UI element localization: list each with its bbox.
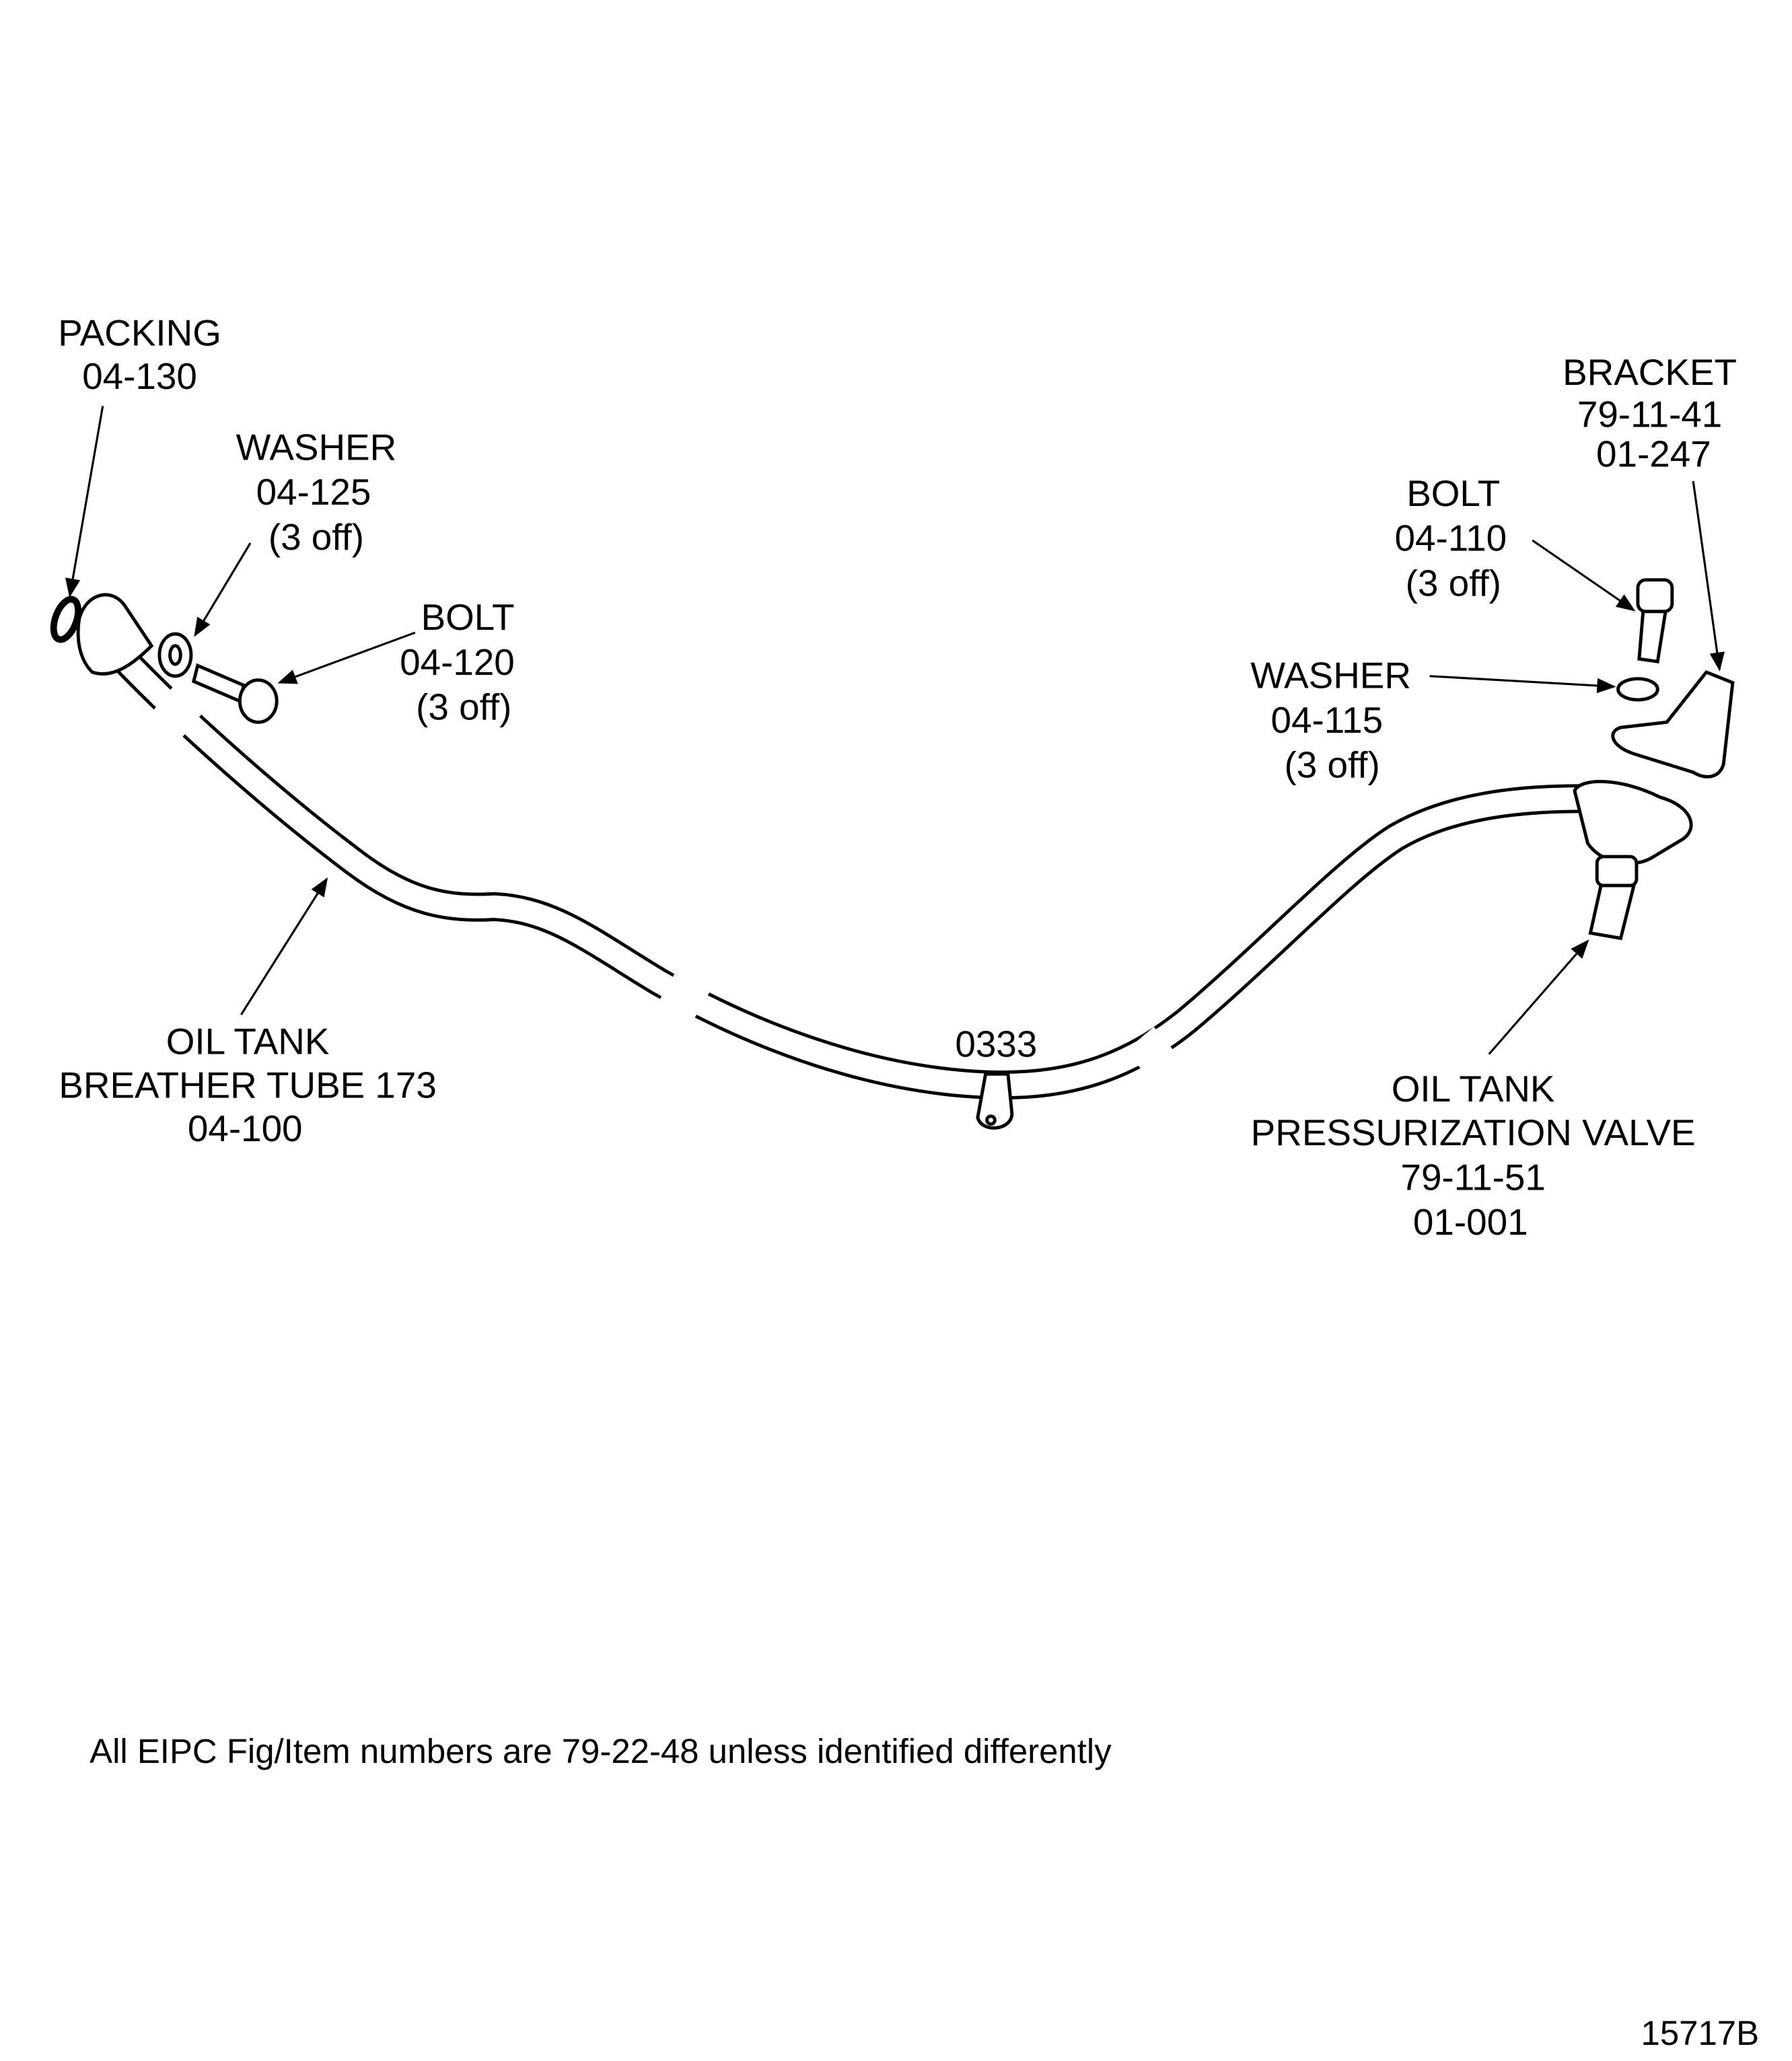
label-valve: OIL TANK PRESSURIZATION VALVE 79-11-51 0… xyxy=(1251,1068,1696,1243)
pressurization-valve xyxy=(1573,780,1693,941)
label-breather-tube: OIL TANK BREATHER TUBE 173 04-100 xyxy=(59,1021,437,1149)
part-name: WASHER xyxy=(236,427,397,468)
bolt-left xyxy=(191,663,279,724)
quantity: (3 off) xyxy=(1285,744,1380,786)
label-bolt-right: BOLT 04-110 (3 off) xyxy=(1395,472,1507,604)
figure-id: 15717B xyxy=(1641,2014,1760,2052)
label-clamp: 0333 xyxy=(955,1023,1037,1065)
quantity: (3 off) xyxy=(1406,562,1501,604)
item-number: 04-110 xyxy=(1395,517,1507,559)
item-number: 04-125 xyxy=(256,471,371,513)
figure-number: 79-11-41 xyxy=(1577,394,1722,435)
item-number: 04-130 xyxy=(82,355,197,397)
quantity: (3 off) xyxy=(268,516,364,558)
part-name: BREATHER TUBE 173 xyxy=(59,1064,437,1106)
item-number: 04-120 xyxy=(400,641,515,683)
part-name: BOLT xyxy=(1406,472,1500,514)
bolt-right xyxy=(1636,578,1674,663)
item-number: 04-115 xyxy=(1270,699,1383,741)
label-washer-right: WASHER 04-115 (3 off) xyxy=(1250,654,1411,785)
part-name: BOLT xyxy=(421,596,515,638)
part-name: BRACKET xyxy=(1563,351,1737,393)
part-name: OIL TANK xyxy=(166,1021,330,1062)
leader-lines xyxy=(65,406,1725,1055)
part-name: PACKING xyxy=(58,312,221,353)
item-number: 01-247 xyxy=(1596,433,1711,474)
clamp xyxy=(976,1072,1014,1130)
quantity: (3 off) xyxy=(416,686,511,727)
breather-tube xyxy=(91,624,1596,1100)
label-packing: PACKING 04-130 xyxy=(58,312,221,397)
label-bolt-left: BOLT 04-120 (3 off) xyxy=(400,596,515,727)
item-number: 04-100 xyxy=(188,1108,303,1149)
part-name: WASHER xyxy=(1250,654,1411,696)
part-name: PRESSURIZATION VALVE xyxy=(1251,1112,1696,1153)
label-bracket: BRACKET 79-11-41 01-247 xyxy=(1563,351,1737,474)
part-name: OIL TANK xyxy=(1392,1068,1555,1110)
figure-number: 79-11-51 xyxy=(1400,1156,1545,1198)
washer-left xyxy=(157,632,193,678)
bracket xyxy=(1611,670,1735,779)
footer-note: All EIPC Fig/Item numbers are 79-22-48 u… xyxy=(89,1732,1112,1770)
label-washer-left: WASHER 04-125 (3 off) xyxy=(236,427,397,558)
flange-left xyxy=(50,593,154,676)
packing-ring xyxy=(50,595,82,643)
washer-right xyxy=(1616,677,1659,702)
item-number: 01-001 xyxy=(1413,1201,1528,1243)
